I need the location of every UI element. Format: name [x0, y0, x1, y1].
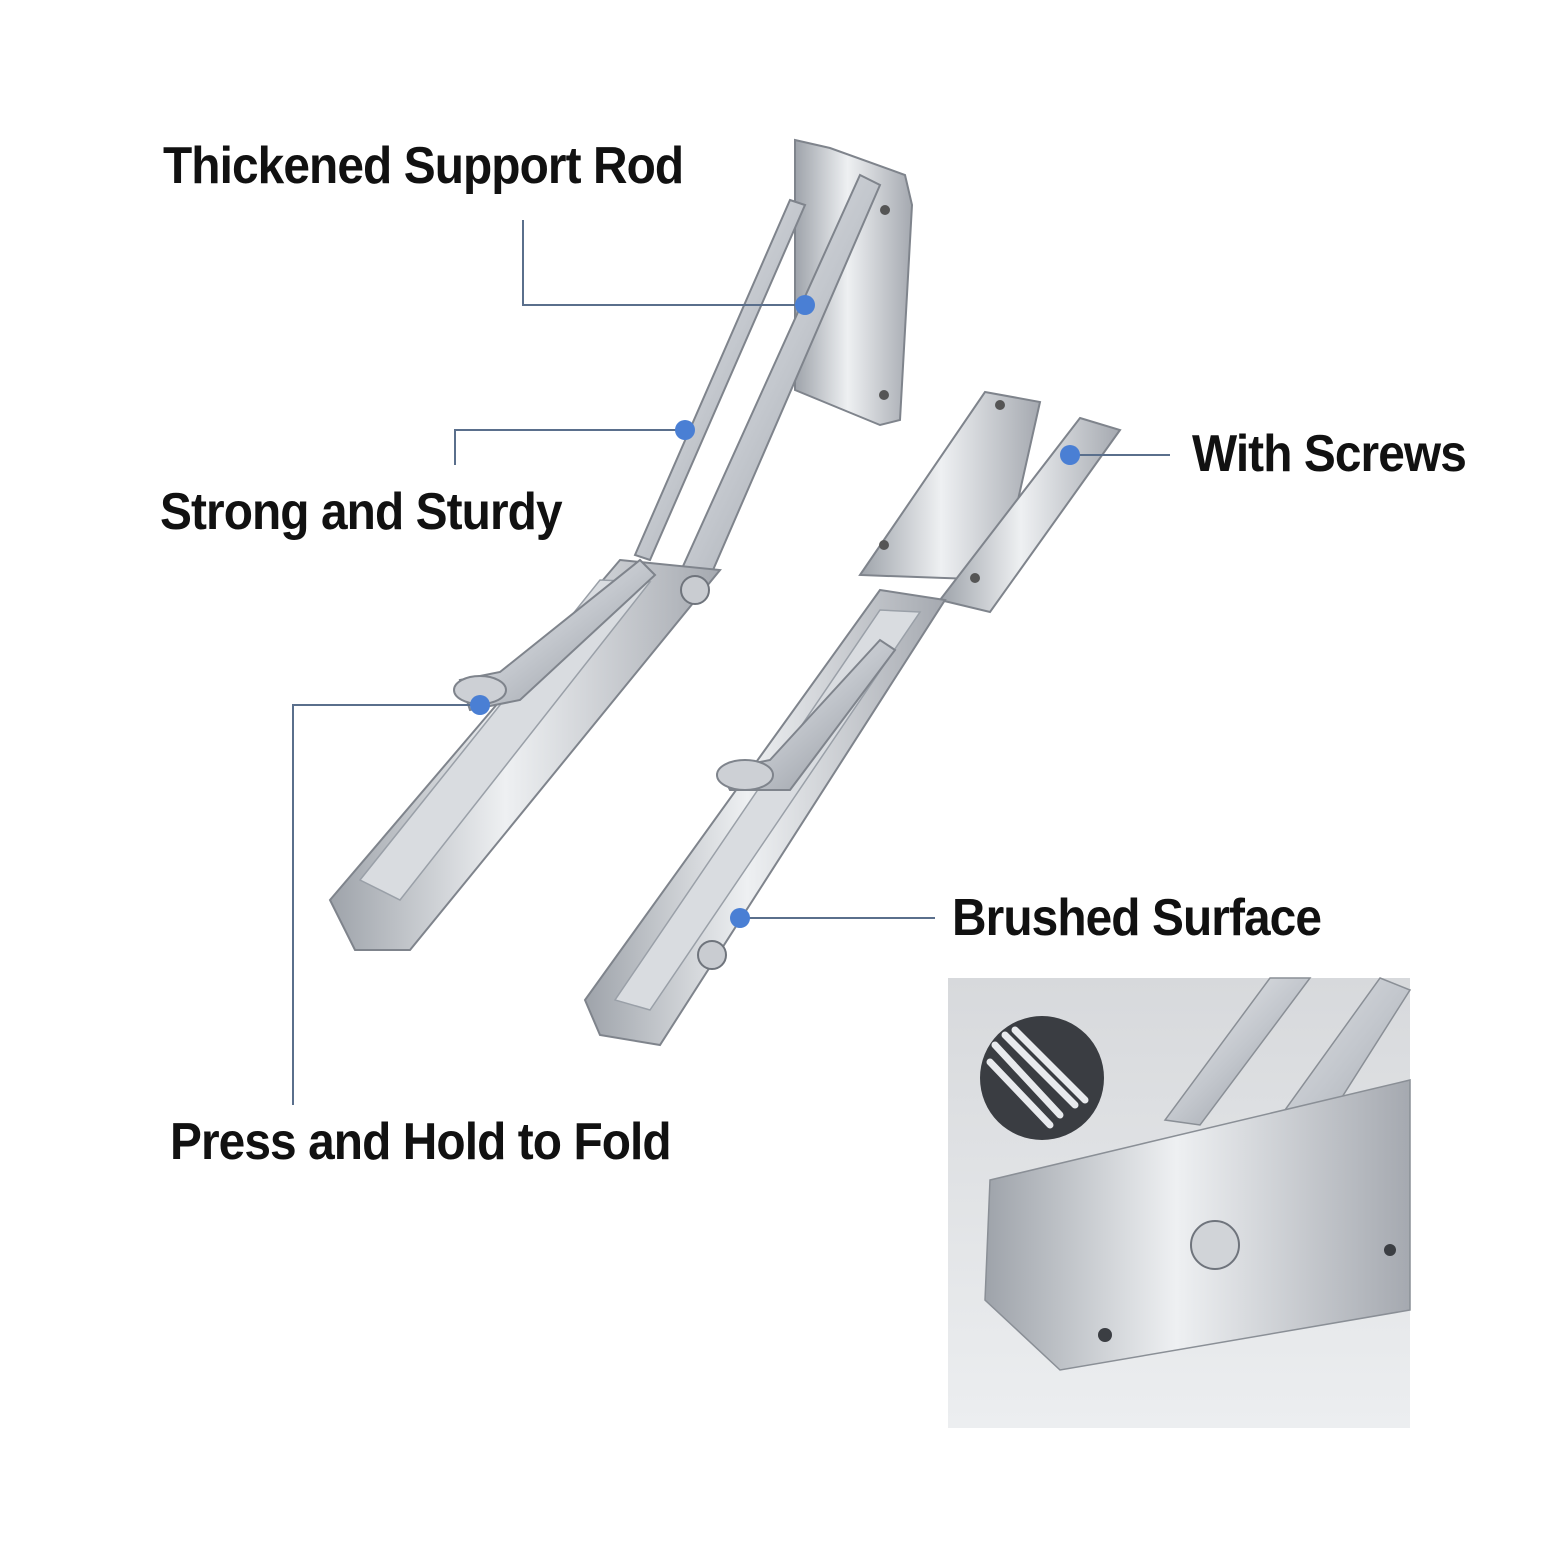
inset-hole — [1098, 1328, 1112, 1342]
label-with-screws: With Screws — [1192, 425, 1467, 483]
callout-markers — [470, 295, 1080, 928]
label-press-hold: Press and Hold to Fold — [170, 1113, 672, 1171]
marker-support-rod — [795, 295, 815, 315]
brushed-surface-inset — [948, 977, 1412, 1428]
leader-support-rod — [522, 220, 805, 306]
marker-with-screws — [1060, 445, 1080, 465]
marker-brushed-surface — [730, 908, 750, 928]
pivot-bolt — [680, 575, 710, 605]
release-lever-knob — [716, 759, 774, 791]
screw-hole — [880, 205, 890, 215]
release-lever — [718, 638, 897, 791]
marker-press-hold — [470, 695, 490, 715]
inset-channel — [984, 1079, 1411, 1371]
screw-hole — [879, 390, 889, 400]
screw-hole — [879, 540, 889, 550]
leader-strong-sturdy — [454, 429, 685, 465]
leader-press-hold — [292, 704, 480, 1105]
screw-hole — [995, 400, 1005, 410]
arm-channel — [358, 579, 652, 901]
bracket-unfolded — [328, 138, 914, 951]
release-lever — [458, 558, 657, 712]
screw-hole — [970, 573, 980, 583]
label-brushed-surface: Brushed Surface — [952, 889, 1322, 947]
callout-leaders — [292, 220, 1170, 1105]
label-support-rod: Thickened Support Rod — [163, 137, 684, 195]
material-badge — [980, 1016, 1104, 1140]
pivot-bolt — [697, 940, 727, 970]
wall-plate-second — [938, 416, 1122, 614]
marker-strong-sturdy — [675, 420, 695, 440]
inset-bolt — [1190, 1220, 1240, 1270]
inset-hole — [1384, 1244, 1396, 1256]
bracket-folded — [583, 390, 1122, 1047]
label-strong-sturdy: Strong and Sturdy — [160, 483, 563, 541]
steel-rods-icon — [986, 1026, 1089, 1129]
inset-rod-left — [1163, 977, 1312, 1126]
